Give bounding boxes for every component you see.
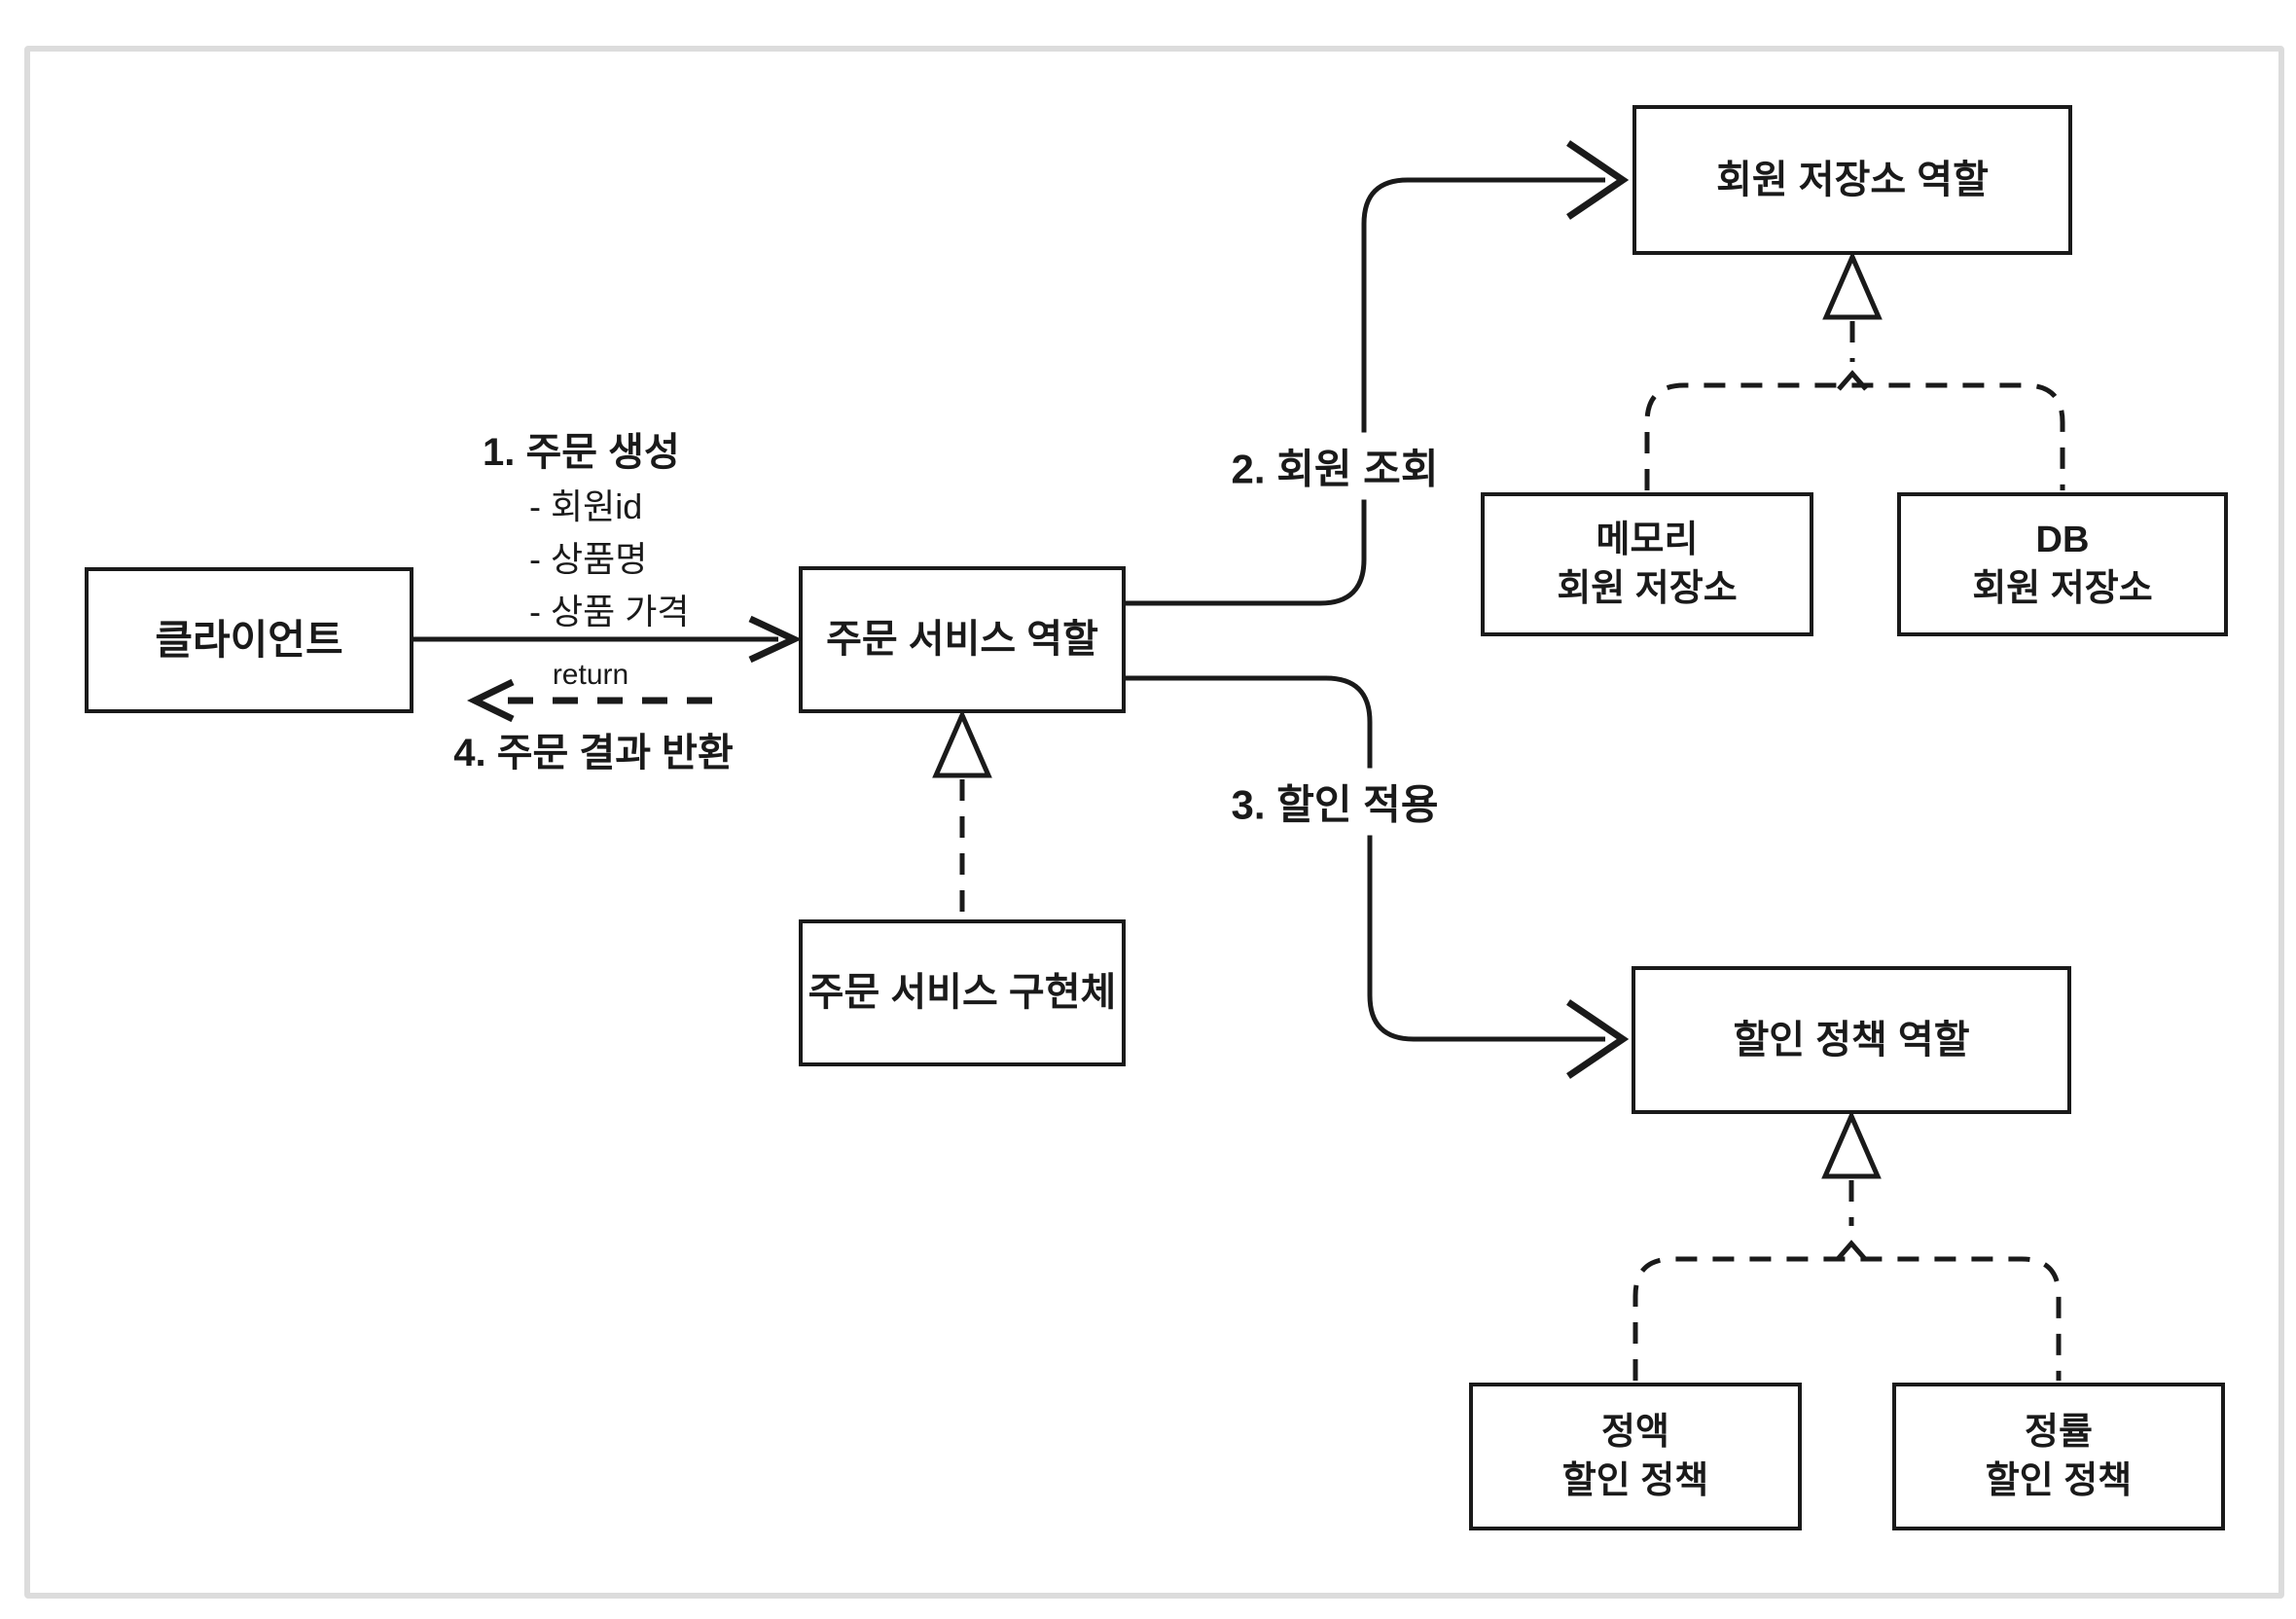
box-label-line2: 할인 정책 [1561, 1460, 1709, 1501]
box-label-line2: 회원 저장소 [1557, 568, 1738, 609]
box-order-service-role: 주문 서비스 역할 [799, 566, 1126, 713]
label-return: return [552, 659, 629, 691]
label-step1-title: 1. 주문 생성 [483, 431, 680, 474]
discount-apply-connector [1126, 675, 1605, 1042]
label-step3: 3. 할인 적용 [1217, 768, 1453, 836]
label-step4: 4. 주문 결과 반환 [453, 732, 734, 774]
member-repo-branch-chevron [1837, 370, 1868, 391]
box-label: 회원 저장소 역할 [1716, 158, 1989, 201]
label-step2: 2. 회원 조회 [1217, 432, 1453, 500]
param-item: - 상품명 [529, 539, 648, 579]
param-item: - 상품 가격 [529, 592, 690, 631]
box-memory-member-repository: 메모리 회원 저장소 [1481, 492, 1813, 636]
order-create-arrowhead [748, 615, 803, 664]
box-fixed-rate-discount-policy: 정률 할인 정책 [1892, 1383, 2225, 1530]
box-client: 클라이언트 [85, 567, 413, 713]
box-label-line1: 정률 [2025, 1411, 2093, 1453]
box-discount-policy-role: 할인 정책 역할 [1632, 966, 2071, 1114]
box-label-line1: DB [2035, 519, 2090, 560]
box-label-line1: 정액 [1601, 1411, 1669, 1453]
box-label: 클라이언트 [155, 617, 343, 664]
box-label: 주문 서비스 역할 [826, 618, 1098, 662]
box-order-service-impl: 주문 서비스 구현체 [799, 919, 1126, 1066]
order-impl-generalization-triangle [932, 708, 992, 778]
box-label-line2: 회원 저장소 [1972, 568, 2153, 609]
box-label: 할인 정책 역할 [1733, 1018, 1970, 1061]
member-lookup-connector [1126, 177, 1605, 606]
box-label-line1: 메모리 [1596, 519, 1699, 560]
diagram-card [24, 46, 2284, 1599]
member-lookup-arrowhead [1566, 140, 1630, 220]
return-arrowhead [467, 678, 515, 723]
discount-policy-branch [1632, 1256, 2062, 1381]
box-member-repository-role: 회원 저장소 역할 [1632, 105, 2072, 255]
discount-policy-generalization-triangle [1821, 1109, 1882, 1179]
box-label-line2: 할인 정책 [1985, 1460, 2133, 1501]
discount-policy-branch-chevron [1836, 1240, 1867, 1261]
member-repo-generalization-triangle [1822, 250, 1883, 320]
discount-apply-arrowhead [1566, 999, 1630, 1079]
label-step1-params: - 회원id - 상품명 - 상품 가격 [529, 481, 689, 638]
box-label: 주문 서비스 구현체 [807, 971, 1117, 1015]
param-item: - 회원id [529, 486, 643, 526]
box-db-member-repository: DB 회원 저장소 [1897, 492, 2228, 636]
box-fixed-amount-discount-policy: 정액 할인 정책 [1469, 1383, 1802, 1530]
member-repo-branch [1644, 382, 2065, 490]
